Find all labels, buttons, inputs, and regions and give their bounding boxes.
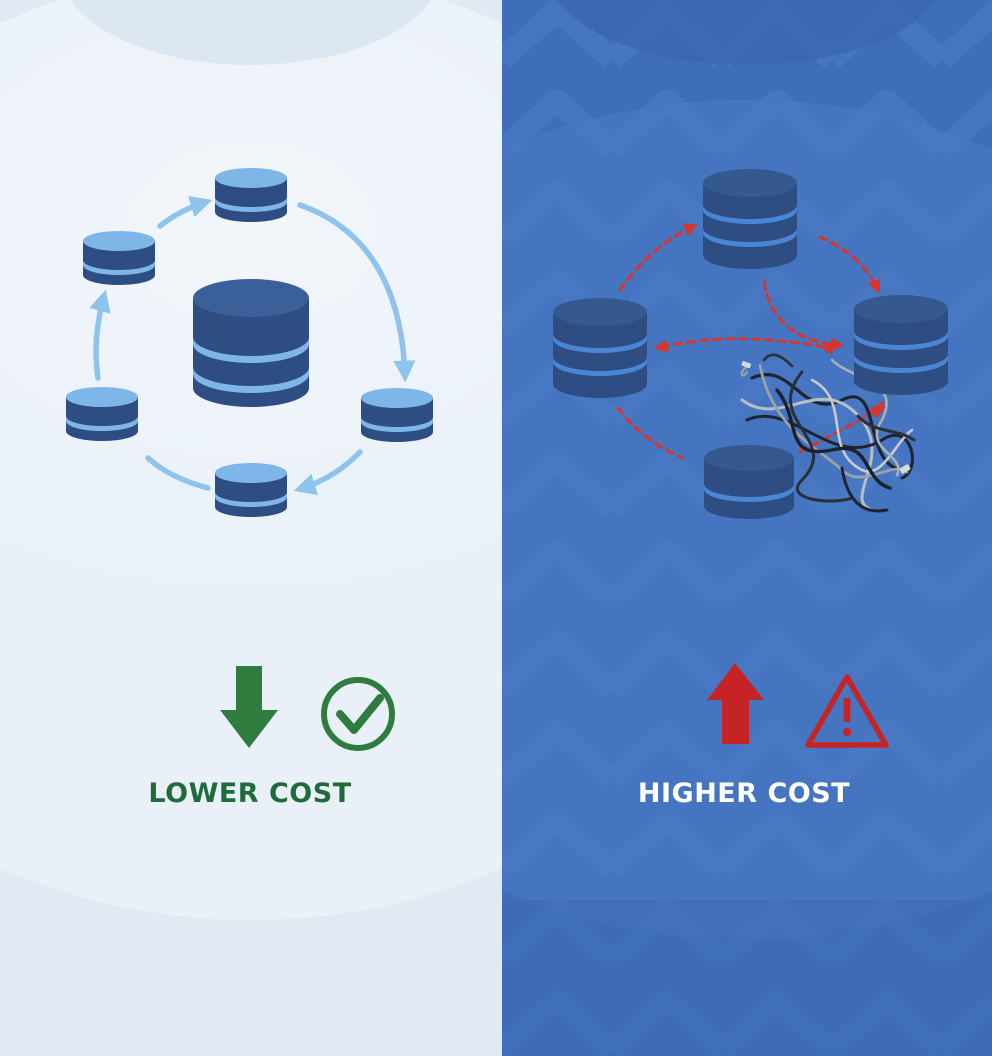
database-icon — [215, 463, 287, 517]
right-panel — [502, 0, 992, 1056]
database-icon — [215, 168, 287, 222]
left-icons — [220, 666, 395, 751]
higher-cost-label: HIGHER COST — [637, 778, 851, 809]
checkmark-circle-icon — [321, 677, 395, 751]
right-icons — [707, 663, 889, 748]
database-icon — [553, 298, 647, 398]
arrow-down-icon — [220, 666, 278, 748]
database-icon — [66, 387, 138, 441]
database-icon — [193, 279, 309, 407]
left-panel — [0, 0, 502, 751]
left-databases — [66, 168, 433, 517]
database-icon — [361, 388, 433, 442]
dashed-arrow — [818, 235, 881, 294]
right-databases — [553, 169, 948, 519]
dashed-arrow — [798, 406, 886, 454]
cycle-arrow — [297, 202, 416, 383]
cycle-arrows — [89, 196, 416, 495]
dashed-arrow — [654, 337, 835, 356]
dashed-connectors — [616, 223, 886, 460]
database-icon — [703, 169, 797, 269]
arrow-up-icon — [707, 663, 764, 744]
database-icon — [704, 445, 794, 519]
tangled-cables — [740, 353, 916, 513]
cycle-arrow — [89, 289, 111, 381]
cycle-arrow — [145, 455, 211, 491]
warning-triangle-icon — [805, 674, 889, 748]
lower-cost-label: LOWER COST — [148, 778, 352, 809]
dashed-arrow — [616, 406, 684, 460]
database-icon — [83, 231, 155, 285]
cycle-arrow — [157, 196, 213, 229]
dashed-arrow — [618, 223, 698, 292]
cycle-arrow — [293, 449, 363, 495]
database-icon — [854, 295, 948, 395]
